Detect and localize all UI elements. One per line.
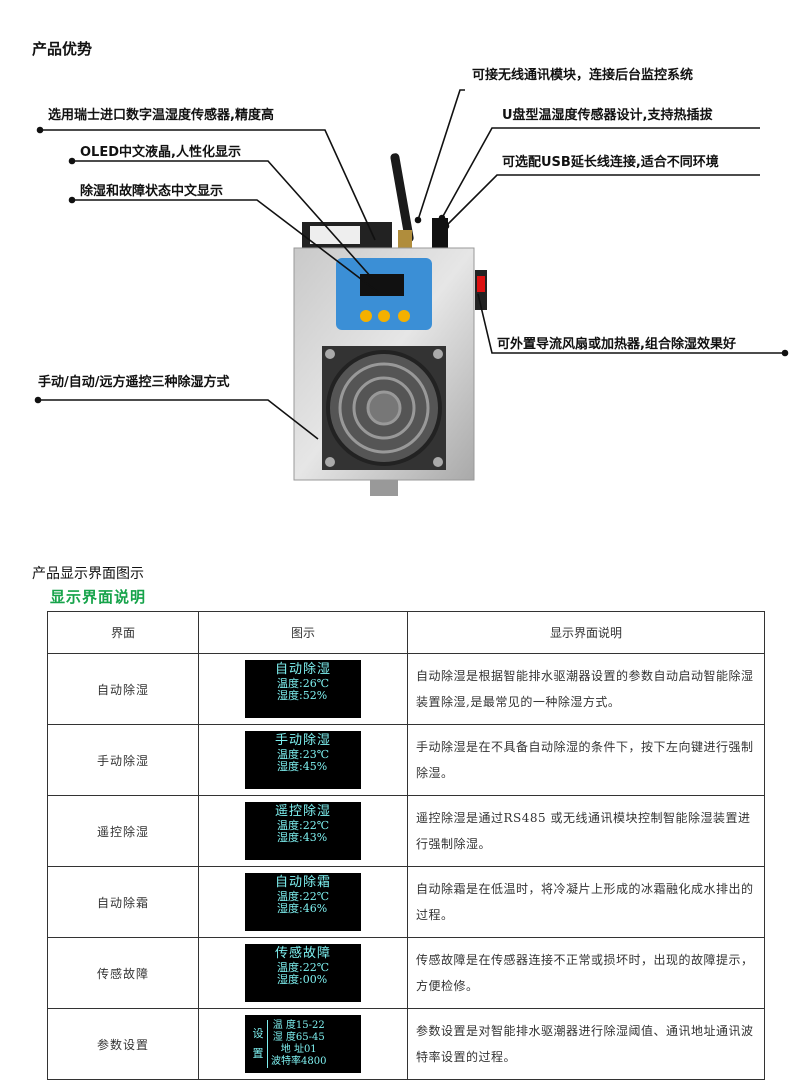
table-row: 参数设置 设 置 温 度15-22 湿 度65-45 地 址01 波特率4800…	[47, 1008, 765, 1080]
oled-side-char: 设	[252, 1027, 264, 1040]
callout-wireless-module: 可接无线通讯模块，连接后台监控系统	[472, 68, 694, 83]
row-description: 自动除湿是根据智能排水驱潮器设置的参数自动启动智能除湿装置除湿,是最常见的一种除…	[407, 653, 765, 725]
oled-screen: 自动除湿 温度:26℃ 湿度:52%	[245, 660, 361, 718]
table-row: 手动除湿 手动除湿 温度:23℃ 湿度:45% 手动除湿是在不具备自动除湿的条件…	[47, 724, 765, 796]
oled-hum: 湿度:52%	[277, 689, 328, 702]
oled-hum: 湿度:45%	[277, 760, 328, 773]
callout-oled: OLED中文液晶,人性化显示	[80, 145, 241, 160]
oled-temp: 温度:22℃	[277, 819, 330, 832]
oled-title: 自动除霜	[274, 875, 331, 890]
row-name: 自动除湿	[47, 653, 199, 725]
oled-title: 手动除湿	[274, 733, 331, 748]
oled-title: 传感故障	[274, 946, 331, 961]
device-illustration	[293, 153, 487, 496]
table-row: 自动除湿 自动除湿 温度:26℃ 湿度:52% 自动除湿是根据智能排水驱潮器设置…	[47, 653, 765, 725]
oled-hum: 湿度:46%	[277, 902, 328, 915]
oled-setting-line: 温 度15-22	[272, 1020, 325, 1031]
row-description: 自动除霜是在低温时，将冷凝片上形成的冰霜融化成水排出的过程。	[407, 866, 765, 938]
oled-screen: 手动除湿 温度:23℃ 湿度:45%	[245, 731, 361, 789]
section-title-display: 产品显示界面图示	[32, 566, 144, 582]
table-row: 遥控除湿 遥控除湿 温度:22℃ 湿度:43% 遥控除湿是通过RS485 或无线…	[47, 795, 765, 867]
oled-screen: 遥控除湿 温度:22℃ 湿度:43%	[245, 802, 361, 860]
oled-title: 自动除湿	[274, 662, 331, 677]
oled-settings-screen: 设 置 温 度15-22 湿 度65-45 地 址01 波特率4800	[245, 1015, 361, 1073]
row-name: 手动除湿	[47, 724, 199, 796]
oled-setting-line: 湿 度65-45	[272, 1032, 325, 1043]
table-row: 传感故障 传感故障 温度:22℃ 湿度:00% 传感故障是在传感器连接不正常或损…	[47, 937, 765, 1009]
table-row: 自动除霜 自动除霜 温度:22℃ 湿度:46% 自动除霜是在低温时，将冷凝片上形…	[47, 866, 765, 938]
table-header-row: 界面 图示 显示界面说明	[47, 611, 765, 654]
callout-external-fan: 可外置导流风扇或加热器,组合除湿效果好	[497, 337, 736, 352]
row-description: 遥控除湿是通过RS485 或无线通讯模块控制智能除湿装置进行强制除湿。	[407, 795, 765, 867]
oled-temp: 温度:23℃	[277, 748, 330, 761]
oled-temp: 温度:22℃	[277, 961, 330, 974]
oled-temp: 温度:26℃	[277, 677, 330, 690]
oled-screen: 传感故障 温度:22℃ 湿度:00%	[245, 944, 361, 1002]
row-description: 参数设置是对智能排水驱潮器进行除湿阈值、通讯地址通讯波特率设置的过程。	[407, 1008, 765, 1080]
oled-hum: 湿度:00%	[277, 973, 328, 986]
callout-lines	[34, 89, 789, 440]
oled-temp: 温度:22℃	[277, 890, 330, 903]
callout-swiss-sensor: 选用瑞士进口数字温湿度传感器,精度高	[48, 108, 274, 123]
oled-setting-line: 地 址01	[280, 1044, 317, 1055]
row-name: 自动除霜	[47, 866, 199, 938]
callout-usb-sensor: U盘型温湿度传感器设计,支持热插拔	[502, 108, 713, 123]
oled-hum: 湿度:43%	[277, 831, 328, 844]
header-interface: 界面	[47, 611, 199, 654]
row-name: 参数设置	[47, 1008, 199, 1080]
display-table: 界面 图示 显示界面说明 自动除湿 自动除湿 温度:26℃ 湿度:52% 自动除…	[47, 611, 765, 1080]
header-description: 显示界面说明	[407, 611, 765, 654]
row-description: 手动除湿是在不具备自动除湿的条件下，按下左向键进行强制除湿。	[407, 724, 765, 796]
oled-side-char: 置	[252, 1047, 264, 1060]
oled-title: 遥控除湿	[274, 804, 331, 819]
callout-status-display: 除湿和故障状态中文显示	[80, 184, 224, 199]
header-illustration: 图示	[198, 611, 408, 654]
section-title-advantages: 产品优势	[32, 40, 93, 58]
display-subtitle: 显示界面说明	[50, 588, 147, 606]
row-name: 遥控除湿	[47, 795, 199, 867]
row-description: 传感故障是在传感器连接不正常或损坏时，出现的故障提示，方便检修。	[407, 937, 765, 1009]
callout-modes: 手动/自动/远方遥控三种除湿方式	[38, 375, 230, 390]
callout-usb-extension: 可选配USB延长线连接,适合不同环境	[502, 155, 719, 170]
row-name: 传感故障	[47, 937, 199, 1009]
oled-screen: 自动除霜 温度:22℃ 湿度:46%	[245, 873, 361, 931]
